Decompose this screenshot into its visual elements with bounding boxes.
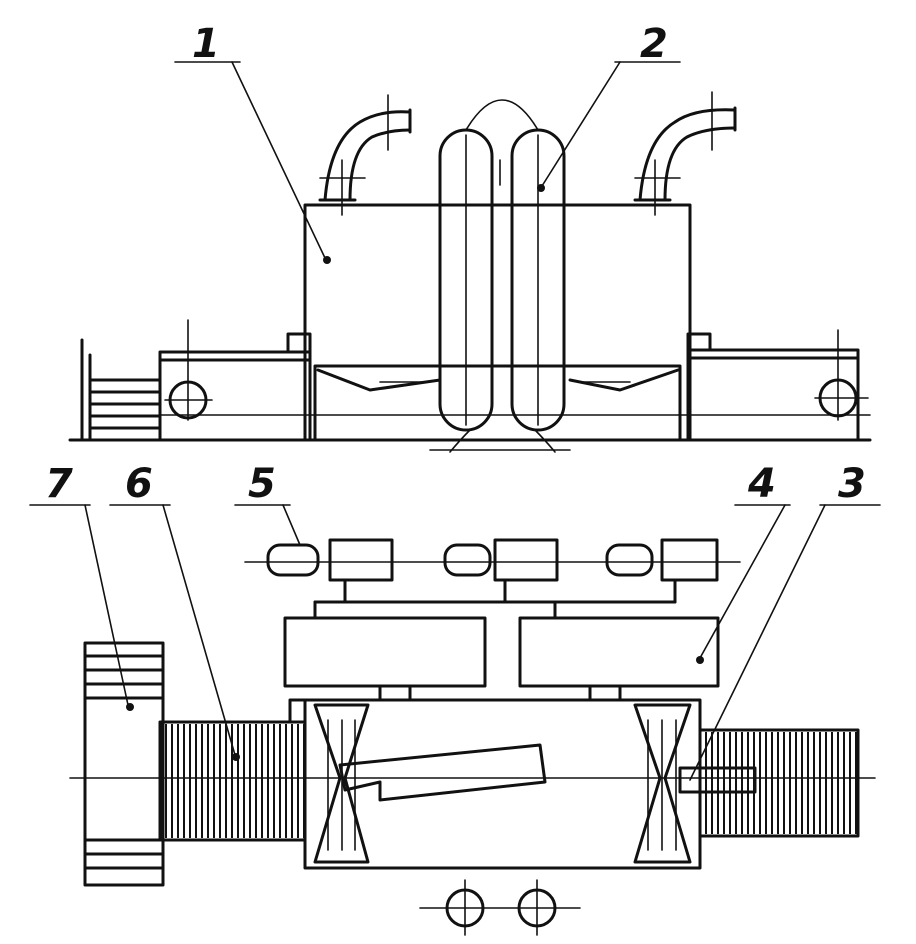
motor-2 — [443, 543, 492, 577]
left-exhaust-pipe — [318, 94, 412, 216]
callout-1: 1 — [192, 21, 220, 67]
left-shaft — [338, 743, 547, 802]
fan-housing-left — [283, 616, 487, 688]
left-fan — [313, 703, 370, 864]
elevation-view — [68, 91, 872, 453]
callout-6: 6 — [125, 461, 153, 507]
left-steps — [80, 338, 162, 442]
gearbox-3 — [660, 538, 719, 582]
motor-row — [244, 538, 741, 620]
twin-cylinders — [429, 99, 571, 453]
bottom-wheels — [419, 879, 581, 936]
right-trolley — [686, 329, 869, 442]
callout-4: 4 — [747, 461, 776, 507]
gearbox-1 — [328, 538, 394, 582]
plan-view — [69, 538, 876, 936]
callout-3: 3 — [838, 461, 866, 507]
left-heater — [158, 698, 307, 842]
chamber-body — [159, 203, 871, 442]
motor-3 — [605, 543, 654, 577]
callout-5: 5 — [248, 461, 276, 507]
gearbox-2 — [493, 538, 559, 582]
left-trolley — [158, 319, 312, 442]
right-heater — [698, 728, 860, 838]
fan-housing-right — [518, 616, 720, 688]
callout-7: 7 — [45, 461, 73, 507]
right-exhaust-pipe — [633, 91, 737, 216]
callouts: 1 2 3 4 5 6 7 — [29, 21, 881, 781]
callout-2: 2 — [640, 21, 668, 67]
plan-steps — [83, 641, 165, 887]
right-fan — [633, 703, 692, 864]
motor-1 — [266, 543, 320, 577]
